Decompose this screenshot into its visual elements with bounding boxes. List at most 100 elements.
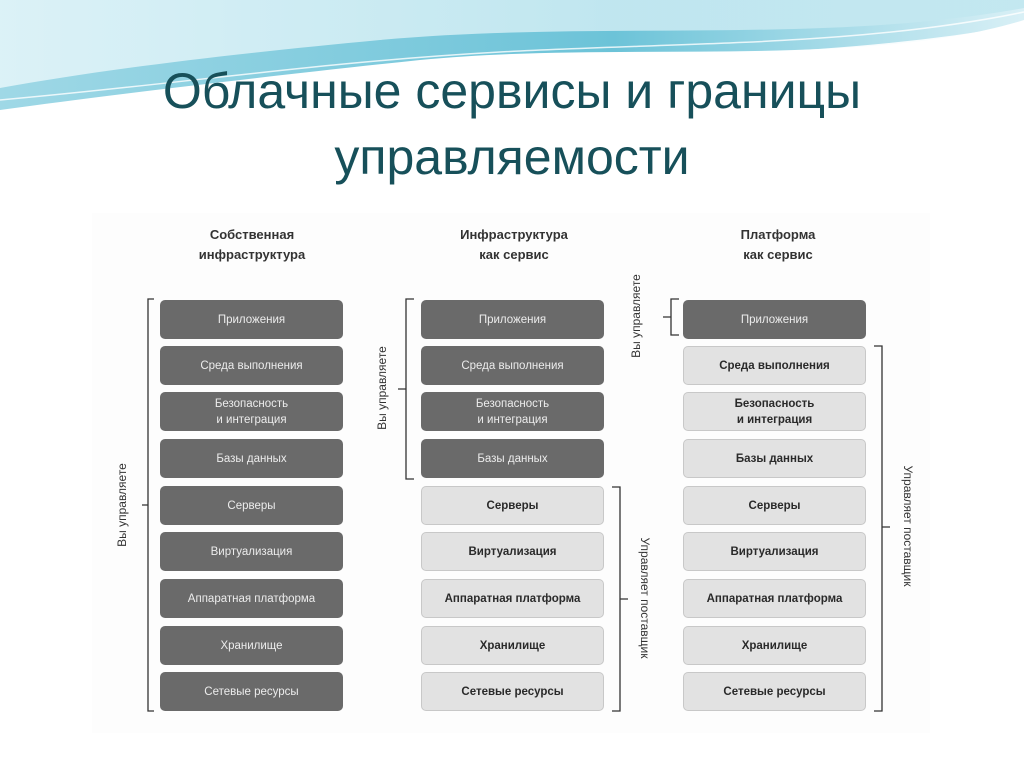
layer-box-label: Среда выполнения: [200, 358, 302, 374]
label-vendor-manages-col2: Управляет поставщик: [638, 537, 652, 659]
layer-box: Безопасность и интеграция: [160, 392, 343, 431]
layer-box-label-line: Виртуализация: [210, 545, 293, 558]
layer-box-label: Серверы: [227, 498, 275, 514]
bracket-col3-vendor: [874, 345, 890, 712]
layer-box: Серверы: [683, 486, 866, 525]
layer-box-label-line: Базы данных: [735, 452, 814, 465]
layer-box: Среда выполнения: [160, 346, 343, 385]
layer-box-label-line: и интеграция: [477, 413, 548, 426]
layer-box-label: Приложения: [741, 312, 808, 328]
layer-box-label-line: и интеграция: [216, 413, 287, 426]
layer-box-label: Сетевые ресурсы: [723, 684, 825, 700]
layer-box-label-line: Хранилище: [220, 639, 283, 652]
layer-box-label: Аппаратная платформа: [188, 591, 315, 607]
layer-box: Среда выполнения: [421, 346, 604, 385]
layer-box-label: Хранилище: [480, 638, 546, 654]
layer-box: Виртуализация: [683, 532, 866, 571]
layer-box-label-line: Сетевые ресурсы: [204, 685, 299, 698]
slide-title-line-2: управляемости: [334, 129, 690, 185]
layer-box-label: Безопасность и интеграция: [215, 396, 288, 428]
layer-box-label-line: Базы данных: [216, 452, 287, 465]
column-title-line: Платформа: [740, 227, 816, 242]
layer-box: Аппаратная платформа: [160, 579, 343, 618]
layer-box: Хранилище: [683, 626, 866, 665]
label-vendor-manages-col3: Управляет поставщик: [901, 465, 915, 587]
layer-box-label: Серверы: [487, 498, 539, 514]
layer-box-label: Безопасность и интеграция: [735, 396, 815, 428]
layer-box: Приложения: [683, 300, 866, 339]
layer-box-label: Аппаратная платформа: [445, 591, 581, 607]
label-user-manages-col2: Вы управляете: [375, 346, 389, 430]
layer-box-label-line: Аппаратная платформа: [444, 592, 581, 605]
layer-box: Среда выполнения: [683, 346, 866, 385]
layer-box: Базы данных: [160, 439, 343, 478]
layer-box-label: Сетевые ресурсы: [204, 684, 298, 700]
layer-box-label: Хранилище: [742, 638, 808, 654]
slide-title: Облачные сервисы и границы управляемости: [60, 58, 964, 190]
layer-box: Хранилище: [160, 626, 343, 665]
layer-box-label-line: Сетевые ресурсы: [461, 685, 564, 698]
layer-box: Аппаратная платформа: [683, 579, 866, 618]
layer-box-label: Базы данных: [477, 451, 547, 467]
layer-box-label: Виртуализация: [469, 544, 557, 560]
cloud-services-diagram: Собственная инфраструктура Инфраструктур…: [92, 213, 930, 733]
layer-box-label-line: Безопасность: [734, 397, 815, 410]
layer-box: Базы данных: [421, 439, 604, 478]
bracket-col1-user: [142, 298, 154, 712]
layer-box: Виртуализация: [160, 532, 343, 571]
layer-box-label: Серверы: [749, 498, 801, 514]
layer-box-label-line: Хранилище: [479, 639, 546, 652]
layer-box-label-line: Аппаратная платформа: [187, 592, 316, 605]
layer-box-label: Базы данных: [216, 451, 286, 467]
layer-box-label: Приложения: [479, 312, 546, 328]
layer-box: Приложения: [421, 300, 604, 339]
column-title-line: инфраструктура: [198, 247, 306, 262]
column-title-line: Инфраструктура: [460, 227, 568, 242]
layer-box-label-line: Серверы: [227, 499, 276, 512]
layer-box: Приложения: [160, 300, 343, 339]
layer-box-label-line: Серверы: [486, 499, 539, 512]
decorative-wave-header: [0, 0, 1024, 114]
layer-box: Сетевые ресурсы: [683, 672, 866, 711]
layer-box-label: Сетевые ресурсы: [461, 684, 563, 700]
layer-box-label-line: Аппаратная платформа: [706, 592, 843, 605]
layer-box-label-line: Базы данных: [477, 452, 548, 465]
layer-box-label-line: Хранилище: [741, 639, 808, 652]
column-title-line: Собственная: [209, 227, 295, 242]
column-title-line: как сервис: [743, 247, 813, 262]
column-title-paas: Платформа как сервис: [678, 225, 878, 265]
layer-box-label-line: Виртуализация: [730, 545, 819, 558]
layer-box-label-line: Среда выполнения: [719, 359, 830, 372]
layer-box-label-line: Среда выполнения: [461, 359, 564, 372]
layer-box-label-line: Среда выполнения: [200, 359, 303, 372]
column-title-own-infrastructure: Собственная инфраструктура: [152, 225, 352, 265]
bracket-lines: [142, 298, 890, 712]
layer-box-label-line: Приложения: [740, 313, 809, 326]
layer-box-label-line: и интеграция: [736, 413, 813, 426]
layer-box-label: Хранилище: [220, 638, 282, 654]
layer-box: Базы данных: [683, 439, 866, 478]
layer-box-label-line: Приложения: [478, 313, 547, 326]
layer-box-label: Виртуализация: [731, 544, 819, 560]
layer-box-label-line: Сетевые ресурсы: [723, 685, 826, 698]
layer-box-label-line: Приложения: [217, 313, 286, 326]
layer-box: Безопасность и интеграция: [683, 392, 866, 431]
bracket-col3-user: [663, 298, 679, 336]
bracket-col2-vendor: [612, 486, 628, 712]
layer-box-label: Виртуализация: [211, 544, 293, 560]
layer-box: Сетевые ресурсы: [160, 672, 343, 711]
column-title-iaas: Инфраструктура как сервис: [414, 225, 614, 265]
layer-box-label-line: Серверы: [748, 499, 801, 512]
slide-title-line-1: Облачные сервисы и границы: [162, 63, 862, 119]
layer-box-label: Среда выполнения: [719, 358, 830, 374]
layer-box-label: Базы данных: [736, 451, 813, 467]
layer-box: Хранилище: [421, 626, 604, 665]
column-title-line: как сервис: [479, 247, 549, 262]
bracket-col2-user: [398, 298, 414, 480]
layer-box-label-line: Безопасность: [214, 397, 289, 410]
layer-box-label: Среда выполнения: [461, 358, 563, 374]
layer-box-label-line: Виртуализация: [468, 545, 557, 558]
